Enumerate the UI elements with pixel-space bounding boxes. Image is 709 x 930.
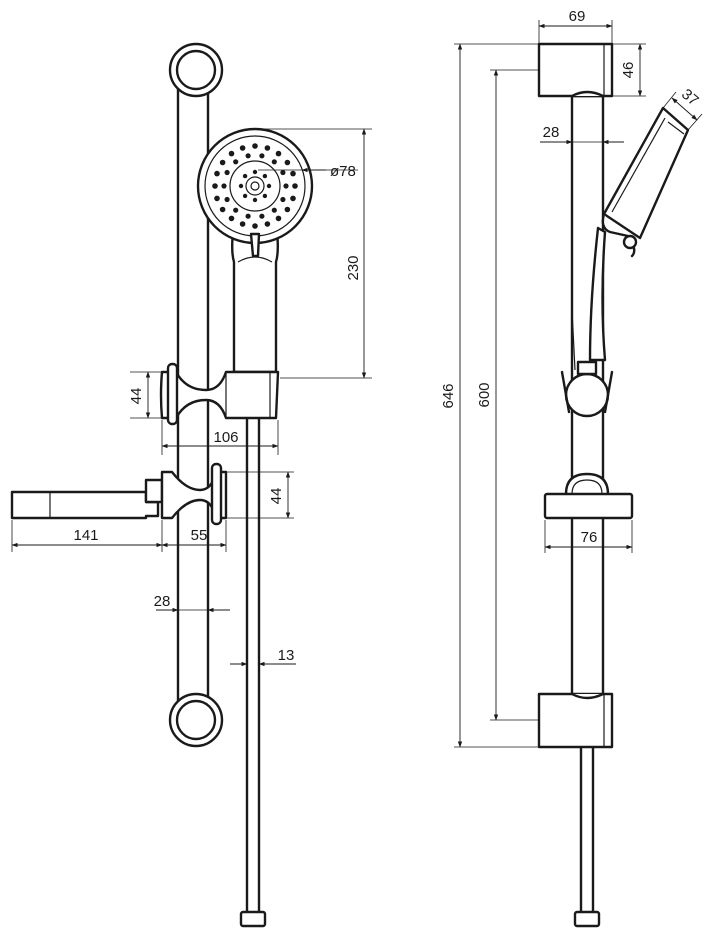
spray-nozzle — [228, 150, 235, 157]
spray-nozzle — [264, 221, 271, 227]
dim-label-diameter: ø78 — [330, 163, 356, 180]
spray-nozzle — [245, 213, 251, 219]
side-slider[interactable] — [543, 472, 634, 520]
dim-rail-28: 28 — [154, 593, 230, 613]
spray-nozzle — [252, 197, 258, 203]
dim-hose-13: 13 — [230, 647, 296, 667]
side-upper-clamp[interactable] — [560, 360, 614, 418]
spray-nozzle — [219, 159, 226, 166]
dim-holder-106: 106 — [161, 420, 279, 455]
spray-nozzle — [271, 207, 277, 213]
dim-head-230: 230 — [262, 128, 372, 379]
spray-nozzle — [275, 150, 282, 157]
spray-nozzle — [252, 169, 258, 175]
spray-nozzle — [280, 196, 286, 203]
spray-nozzle — [252, 223, 258, 229]
dim-label-28-side: 28 — [543, 124, 560, 141]
dim-soap-141: 141 — [11, 520, 163, 552]
front-shower-head[interactable] — [196, 127, 314, 258]
spray-nozzle — [266, 183, 272, 189]
spray-nozzle — [214, 170, 220, 177]
dim-label-106: 106 — [213, 429, 238, 446]
spray-nozzle — [219, 206, 226, 213]
spray-nozzle — [233, 159, 239, 165]
spray-nozzle — [252, 143, 258, 149]
dim-label-69: 69 — [569, 8, 586, 25]
spray-nozzle — [259, 153, 265, 159]
dim-label-28-front: 28 — [154, 593, 171, 610]
spray-nozzle — [239, 145, 246, 151]
front-soap-dish[interactable] — [10, 462, 228, 526]
dim-side-28: 28 — [540, 124, 624, 145]
spray-nozzle — [238, 183, 244, 189]
spray-nozzle — [245, 153, 251, 159]
spray-nozzle — [239, 221, 246, 227]
dim-label-646: 646 — [440, 383, 457, 408]
spray-nozzle — [284, 159, 291, 166]
dim-label-46: 46 — [620, 62, 637, 79]
spray-nozzle — [233, 207, 239, 213]
dim-side-69: 69 — [538, 8, 613, 44]
dim-diameter-78: ø78 — [258, 163, 358, 180]
side-bottom-bracket — [537, 692, 614, 749]
spray-nozzle — [275, 215, 282, 222]
side-shower[interactable] — [571, 106, 690, 371]
spray-nozzle — [264, 145, 271, 151]
dim-label-44-right: 44 — [268, 488, 285, 505]
dim-side-76: 76 — [544, 520, 633, 553]
dim-side-600: 600 — [476, 69, 539, 721]
dim-label-44-left: 44 — [128, 388, 145, 405]
dim-label-13: 13 — [278, 647, 295, 664]
dim-label-55: 55 — [191, 527, 208, 544]
spray-nozzle — [224, 169, 230, 176]
side-top-bracket — [537, 42, 614, 98]
spray-nozzle — [290, 195, 296, 202]
spray-nozzle — [280, 169, 286, 176]
spray-nozzle — [290, 170, 296, 177]
front-hose — [239, 388, 267, 928]
dim-label-141: 141 — [73, 527, 98, 544]
side-view: 69 46 37 28 646 — [440, 8, 703, 928]
dim-side-646: 646 — [440, 43, 539, 748]
spray-nozzle — [283, 183, 289, 189]
spray-nozzle — [271, 159, 277, 165]
front-top-ring — [168, 42, 224, 98]
spray-nozzle — [242, 193, 248, 199]
spray-nozzle — [292, 183, 298, 189]
dim-soap-44-right: 44 — [222, 471, 294, 519]
dim-soap-55: 55 — [161, 520, 227, 552]
dim-holder-44-left: 44 — [128, 371, 166, 419]
dim-label-230: 230 — [345, 255, 362, 280]
front-upper-holder[interactable] — [159, 362, 280, 426]
spray-nozzle — [214, 195, 220, 202]
spray-nozzle — [224, 196, 230, 203]
front-bottom-ring — [168, 692, 224, 748]
spray-nozzle — [242, 173, 248, 179]
spray-nozzle — [284, 206, 291, 213]
spray-nozzle — [212, 183, 218, 189]
front-view: ø78 230 44 106 44 — [10, 42, 372, 928]
side-hose — [573, 743, 601, 928]
spray-nozzle — [228, 215, 235, 222]
dim-label-76: 76 — [581, 529, 598, 546]
spray-nozzle — [262, 193, 268, 199]
dim-label-600: 600 — [476, 382, 493, 407]
spray-nozzle — [262, 173, 268, 179]
spray-nozzle — [259, 213, 265, 219]
dim-side-46: 46 — [612, 43, 646, 97]
spray-nozzle — [221, 183, 227, 189]
